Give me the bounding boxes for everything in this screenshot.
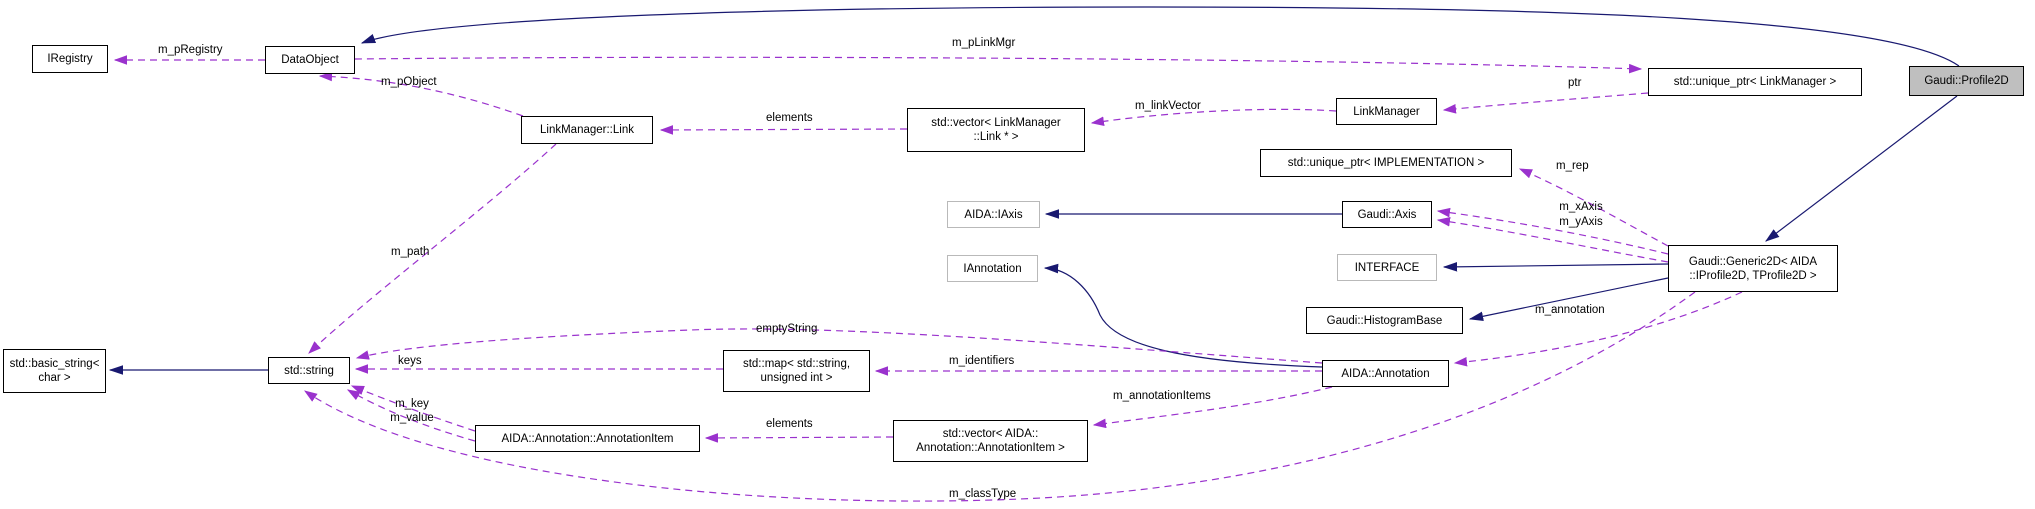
edge-m-annotationitems [1092, 386, 1333, 429]
node-vector-annotationitem[interactable]: std::vector< AIDA:: Annotation::Annotati… [893, 420, 1088, 462]
edge-ptr [1442, 92, 1649, 114]
edge-label-m-value: m_value [390, 412, 434, 424]
edge-label-m-yaxis: m_yAxis [1559, 216, 1603, 228]
edge-profile2d-dataobject [360, 6, 1960, 67]
node-interface[interactable]: INTERFACE [1337, 254, 1437, 281]
edge-label-m-annotationitems: m_annotationItems [1113, 390, 1211, 402]
node-iregistry[interactable]: IRegistry [32, 45, 108, 73]
edge-m-pobject [318, 71, 524, 117]
node-std-map[interactable]: std::map< std::string, unsigned int > [723, 350, 870, 392]
node-unique-ptr-linkmanager[interactable]: std::unique_ptr< LinkManager > [1648, 68, 1862, 96]
edge-elements-bottom [704, 433, 894, 443]
edge-m-annotation [1453, 291, 1743, 367]
node-vector-linkmanager-link[interactable]: std::vector< LinkManager ::Link * > [907, 108, 1085, 152]
edge-m-path [308, 143, 557, 354]
edge-m-rep [1518, 168, 1669, 247]
edge-m-classtype [304, 291, 1696, 502]
edge-label-emptystring: emptyString [756, 323, 818, 335]
edge-label-m-pregistry: m_pRegistry [158, 44, 223, 56]
edge-label-m-plinkmgr: m_pLinkMgr [952, 37, 1016, 49]
edge-label-elements-bottom: elements [766, 418, 813, 430]
edge-label-m-rep: m_rep [1556, 160, 1589, 172]
edge-label-m-path: m_path [391, 246, 430, 258]
edge-label-m-identifiers: m_identifiers [949, 355, 1015, 367]
edge-label-m-key: m_key [395, 398, 429, 410]
node-gaudi-histogrambase[interactable]: Gaudi::HistogramBase [1306, 307, 1463, 334]
node-std-basic-string[interactable]: std::basic_string< char > [3, 349, 106, 393]
node-aida-iaxis[interactable]: AIDA::IAxis [947, 201, 1040, 228]
edge-m-xaxis [1436, 207, 1669, 255]
edge-m-plinkmgr [354, 56, 1643, 74]
node-gaudi-axis[interactable]: Gaudi::Axis [1342, 201, 1432, 228]
node-gaudi-generic2d[interactable]: Gaudi::Generic2D< AIDA ::IProfile2D, TPr… [1668, 245, 1838, 292]
node-linkmanager[interactable]: LinkManager [1336, 98, 1437, 125]
edge-m-value [346, 389, 476, 442]
edge-label-m-linkvector: m_linkVector [1135, 100, 1201, 112]
edge-generic2d-interface [1442, 262, 1669, 272]
edge-label-ptr: ptr [1568, 77, 1582, 89]
node-linkmanager-link[interactable]: LinkManager::Link [521, 116, 653, 144]
edge-label-m-classtype: m_classType [949, 488, 1017, 500]
edge-label-elements-top: elements [766, 112, 813, 124]
node-aida-annotationitem[interactable]: AIDA::Annotation::AnnotationItem [475, 425, 700, 452]
node-iannotation[interactable]: IAnnotation [947, 255, 1038, 282]
edge-profile2d-generic2d [1765, 95, 1958, 242]
node-aida-annotation[interactable]: AIDA::Annotation [1322, 360, 1449, 387]
node-std-string[interactable]: std::string [268, 357, 350, 384]
edge-emptystring [355, 328, 1323, 364]
edge-elements-top [659, 125, 908, 135]
node-unique-ptr-implementation[interactable]: std::unique_ptr< IMPLEMENTATION > [1260, 149, 1512, 177]
edge-m-linkvector [1090, 108, 1337, 127]
edge-annotation-iannotation [1043, 263, 1323, 368]
node-gaudi-profile2d[interactable]: Gaudi::Profile2D [1909, 66, 2024, 96]
node-dataobject[interactable]: DataObject [265, 46, 355, 74]
edge-label-m-xaxis: m_xAxis [1559, 201, 1603, 213]
edge-label-m-annotation: m_annotation [1535, 304, 1605, 316]
edge-label-m-pobject: m_pObject [381, 76, 437, 88]
edge-label-keys: keys [398, 355, 422, 367]
edge-m-key [350, 385, 476, 432]
edge-generic2d-histogrambase [1468, 277, 1669, 322]
edge-m-yaxis [1436, 217, 1669, 263]
